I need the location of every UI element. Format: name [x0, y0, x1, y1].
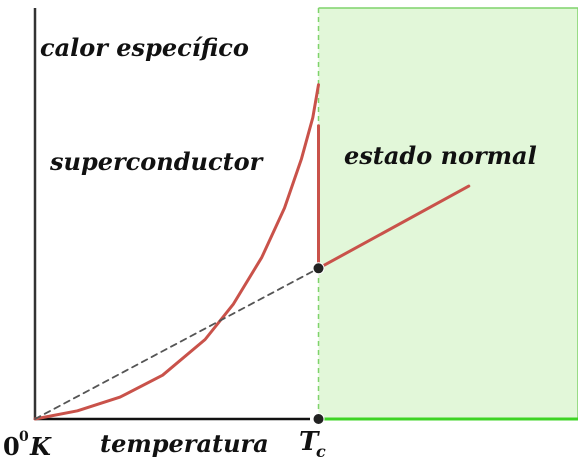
- series-line-0: [33, 83, 320, 421]
- series-line-1: [317, 184, 471, 270]
- data-point-1: [312, 413, 325, 425]
- normal-state-label: estado normal: [344, 141, 537, 170]
- tc-base: T: [299, 427, 320, 457]
- origin-label: 0 0 K: [3, 429, 52, 461]
- x-axis-label: temperatura: [100, 429, 269, 458]
- y-axis-label: calor específico: [40, 33, 249, 62]
- origin-unit: K: [29, 432, 52, 461]
- tc-subscript: c: [316, 442, 326, 461]
- data-point-0: [312, 262, 325, 275]
- origin-superscript: 0: [19, 429, 29, 445]
- superconductor-label: superconductor: [49, 147, 265, 176]
- tc-label: T c: [299, 427, 326, 461]
- origin-base: 0: [3, 432, 20, 461]
- normal-state-region: [318, 8, 578, 419]
- series-line-3: [34, 267, 320, 420]
